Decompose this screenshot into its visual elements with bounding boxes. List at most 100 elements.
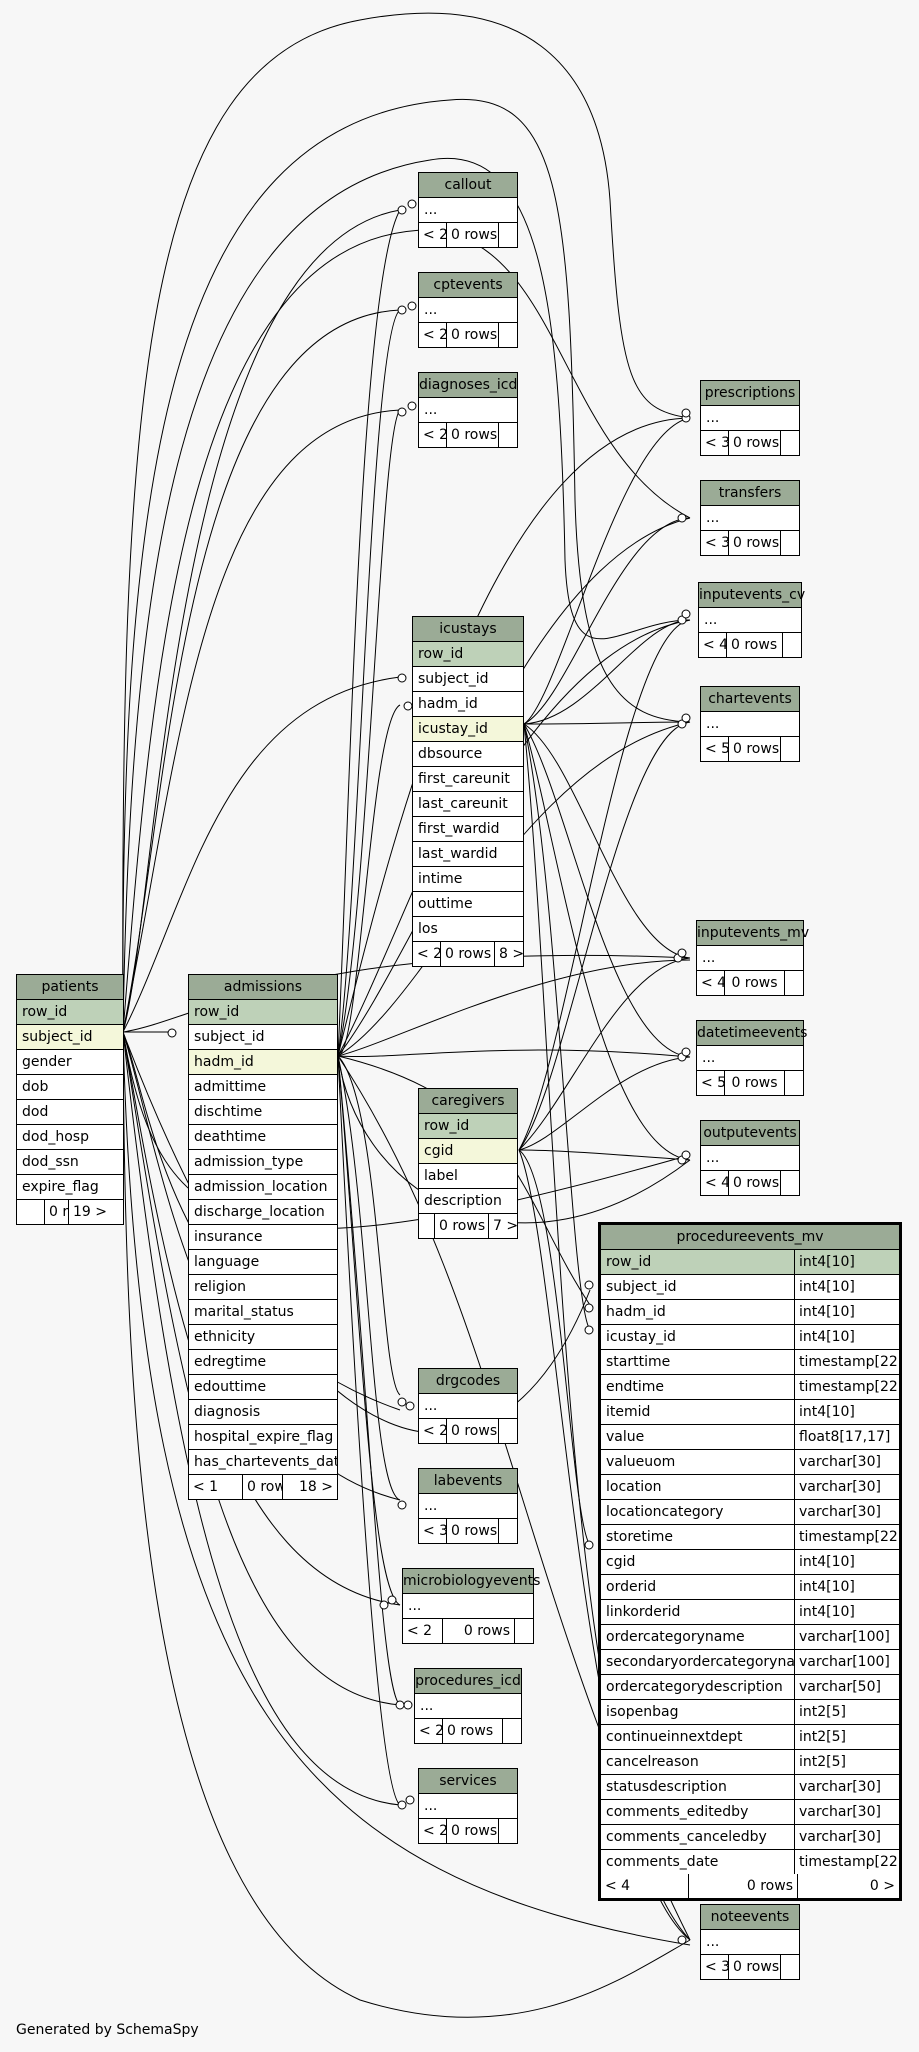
column-type: int4[10]	[794, 1575, 899, 1599]
column-name: starttime	[606, 1354, 671, 1370]
column-name: statusdescription	[606, 1779, 727, 1795]
table-header: cptevents	[419, 273, 517, 298]
column-row: ...	[419, 1494, 517, 1519]
footer-parents: < 4	[699, 633, 727, 657]
footer-rows: 0 rows	[725, 971, 785, 995]
footer-rows: 0 rows	[729, 1955, 781, 1979]
footer-parents: < 4	[697, 971, 725, 995]
footer-children	[781, 737, 799, 761]
column-row: last_wardid	[413, 842, 523, 867]
table-caregivers[interactable]: caregivers row_id cgid label description…	[418, 1088, 518, 1239]
column-type: int4[10]	[794, 1400, 899, 1424]
footer-rows: 0 rows	[435, 1214, 489, 1238]
column-row: dod_hosp	[17, 1125, 123, 1150]
column-type: int4[10]	[794, 1550, 899, 1574]
table-admissions[interactable]: admissions row_id subject_id hadm_id adm…	[188, 974, 338, 1500]
footer-rows: 0 rows	[447, 1819, 499, 1843]
column-row: discharge_location	[189, 1200, 337, 1225]
table-header: drgcodes	[419, 1369, 517, 1394]
footer-children	[781, 1955, 799, 1979]
column-row: dbsource	[413, 742, 523, 767]
column-type: int4[10]	[794, 1250, 899, 1274]
footer-children	[499, 1819, 517, 1843]
footer-rows: 0 rows	[727, 633, 783, 657]
table-header: icustays	[413, 617, 523, 642]
footer-children	[499, 1519, 517, 1543]
column-name: linkorderid	[606, 1604, 681, 1620]
column-row: ...	[701, 1146, 799, 1171]
column-row: language	[189, 1250, 337, 1275]
footer-rows: 0 rows	[729, 431, 781, 455]
table-header: inputevents_cv	[699, 583, 805, 608]
column-row: dischtime	[189, 1100, 337, 1125]
column-type: timestamp[22]	[794, 1375, 899, 1399]
column-name: subject_id	[606, 1279, 677, 1295]
footer-children	[783, 633, 801, 657]
column-row: insurance	[189, 1225, 337, 1250]
column-name: cgid	[606, 1554, 636, 1570]
footer-children	[781, 431, 799, 455]
footer-parents: < 2	[419, 223, 447, 247]
column-row: dob	[17, 1075, 123, 1100]
column-name: locationcategory	[606, 1504, 724, 1520]
column-row: subject_id	[189, 1025, 337, 1050]
column-row: ...	[419, 1794, 517, 1819]
column-row: subject_id	[17, 1025, 123, 1050]
column-row: ...	[419, 198, 517, 223]
table-header: patients	[17, 975, 123, 1000]
column-name: ordercategoryname	[606, 1629, 745, 1645]
table-header: microbiologyevents	[403, 1569, 540, 1594]
table-header: callout	[419, 173, 517, 198]
column-row: dod	[17, 1100, 123, 1125]
column-name: secondaryordercategoryname	[606, 1654, 794, 1670]
footer-parents: < 3	[701, 531, 729, 555]
column-type: timestamp[22]	[794, 1525, 899, 1549]
footer-parents: < 2	[413, 942, 441, 966]
table-footer: 0 rows 19 >	[17, 1200, 123, 1224]
footer-children: 19 >	[73, 1204, 107, 1220]
column-row: secondaryordercategorynamevarchar[100]	[601, 1650, 899, 1675]
column-type: int2[5]	[794, 1700, 899, 1724]
column-row: ...	[419, 1394, 517, 1419]
footer-parents: < 3	[419, 1519, 447, 1543]
footer-parents: < 2	[419, 1819, 447, 1843]
column-row: first_wardid	[413, 817, 523, 842]
column-name: continueinnextdept	[606, 1729, 743, 1745]
column-type: varchar[50]	[794, 1675, 899, 1699]
table-patients[interactable]: patients row_id subject_id gender dob do…	[16, 974, 124, 1225]
footer-parents: < 1	[189, 1475, 243, 1499]
table-icustays[interactable]: icustays row_id subject_id hadm_id icust…	[412, 616, 524, 967]
column-row: cgid int4[10]	[601, 1550, 899, 1575]
footer-rows: 0 rows	[443, 1619, 515, 1643]
column-type: int4[10]	[794, 1325, 899, 1349]
column-name: endtime	[606, 1379, 665, 1395]
footer-children	[785, 1071, 803, 1095]
